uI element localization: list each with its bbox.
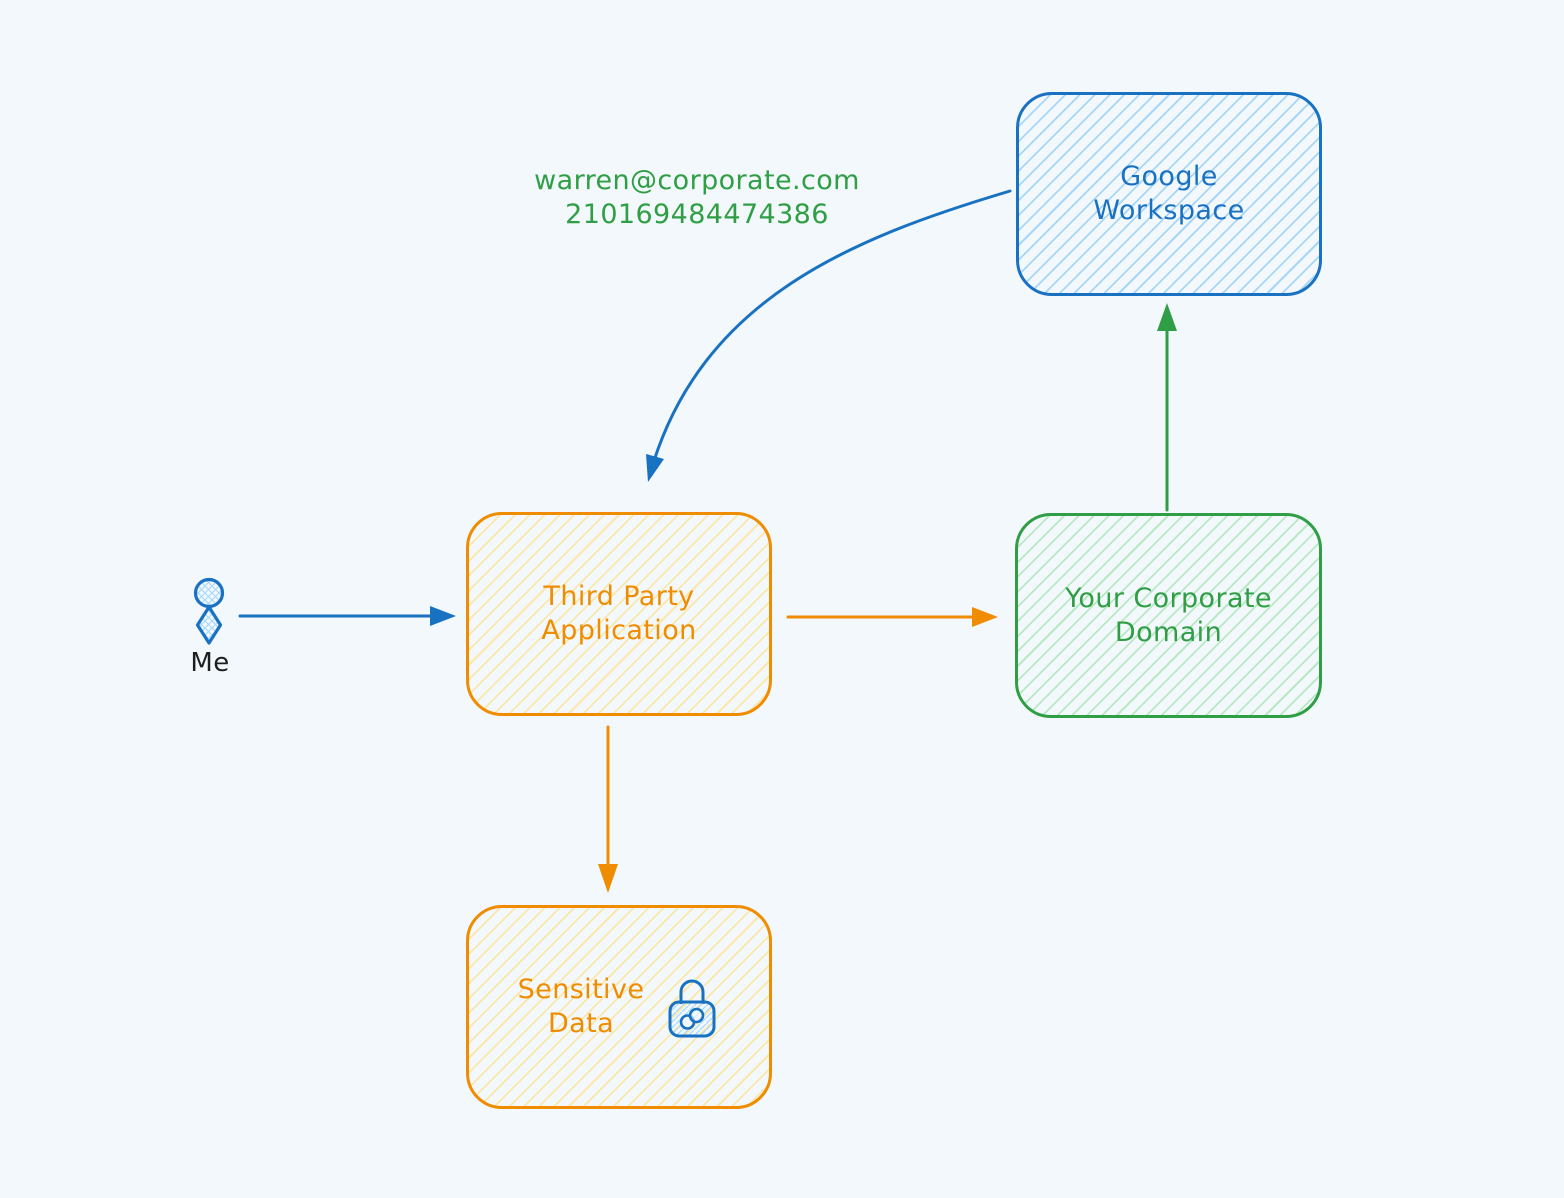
node-third-party-application-label-line1: Third Party [543, 581, 695, 612]
node-google-workspace: Google Workspace [1016, 92, 1322, 296]
node-google-workspace-label-line2: Workspace [1093, 195, 1245, 226]
edge-third-party-to-sensitive-arrowhead [598, 864, 618, 893]
node-third-party-application: Third Party Application [466, 512, 772, 716]
node-third-party-application-label-line2: Application [541, 615, 697, 646]
node-your-corporate-domain-label-line1: Your Corporate [1065, 582, 1272, 614]
lock-shackle [679, 979, 705, 1004]
node-sensitive-data-label-line2: Data [547, 1008, 615, 1039]
edge-domain-to-workspace-arrowhead [1157, 303, 1177, 331]
node-google-workspace-label: Google Workspace [1093, 160, 1244, 228]
person-body [195, 605, 223, 645]
node-google-workspace-label-line1: Google [1120, 161, 1218, 192]
node-sensitive-data: Sensitive Data [466, 905, 772, 1109]
node-your-corporate-domain: Your Corporate Domain [1015, 513, 1322, 718]
node-your-corporate-domain-label: Your Corporate Domain [1065, 582, 1272, 650]
lock-keyhole-ring-2 [689, 1007, 705, 1024]
edge-third-party-to-domain-arrowhead [972, 607, 998, 627]
edge-me-to-third-party-arrowhead [430, 606, 456, 626]
person-icon [193, 577, 225, 645]
person-head [193, 577, 225, 609]
annotation-email: warren@corporate.com [534, 165, 860, 196]
annotation-token: 210169484474386 [565, 199, 829, 230]
node-sensitive-data-label: Sensitive Data [518, 973, 645, 1041]
person-label: Me [190, 648, 230, 678]
edge-workspace-to-third-party-arrowhead [646, 454, 664, 482]
node-your-corporate-domain-label-line2: Domain [1114, 616, 1223, 648]
node-third-party-application-label: Third Party Application [541, 580, 696, 648]
edge-annotation: warren@corporate.com 210169484474386 [497, 164, 897, 232]
node-sensitive-data-label-line1: Sensitive [517, 974, 645, 1005]
edge-workspace-to-third-party-curve [648, 189, 1012, 476]
lock-icon [668, 979, 716, 1038]
